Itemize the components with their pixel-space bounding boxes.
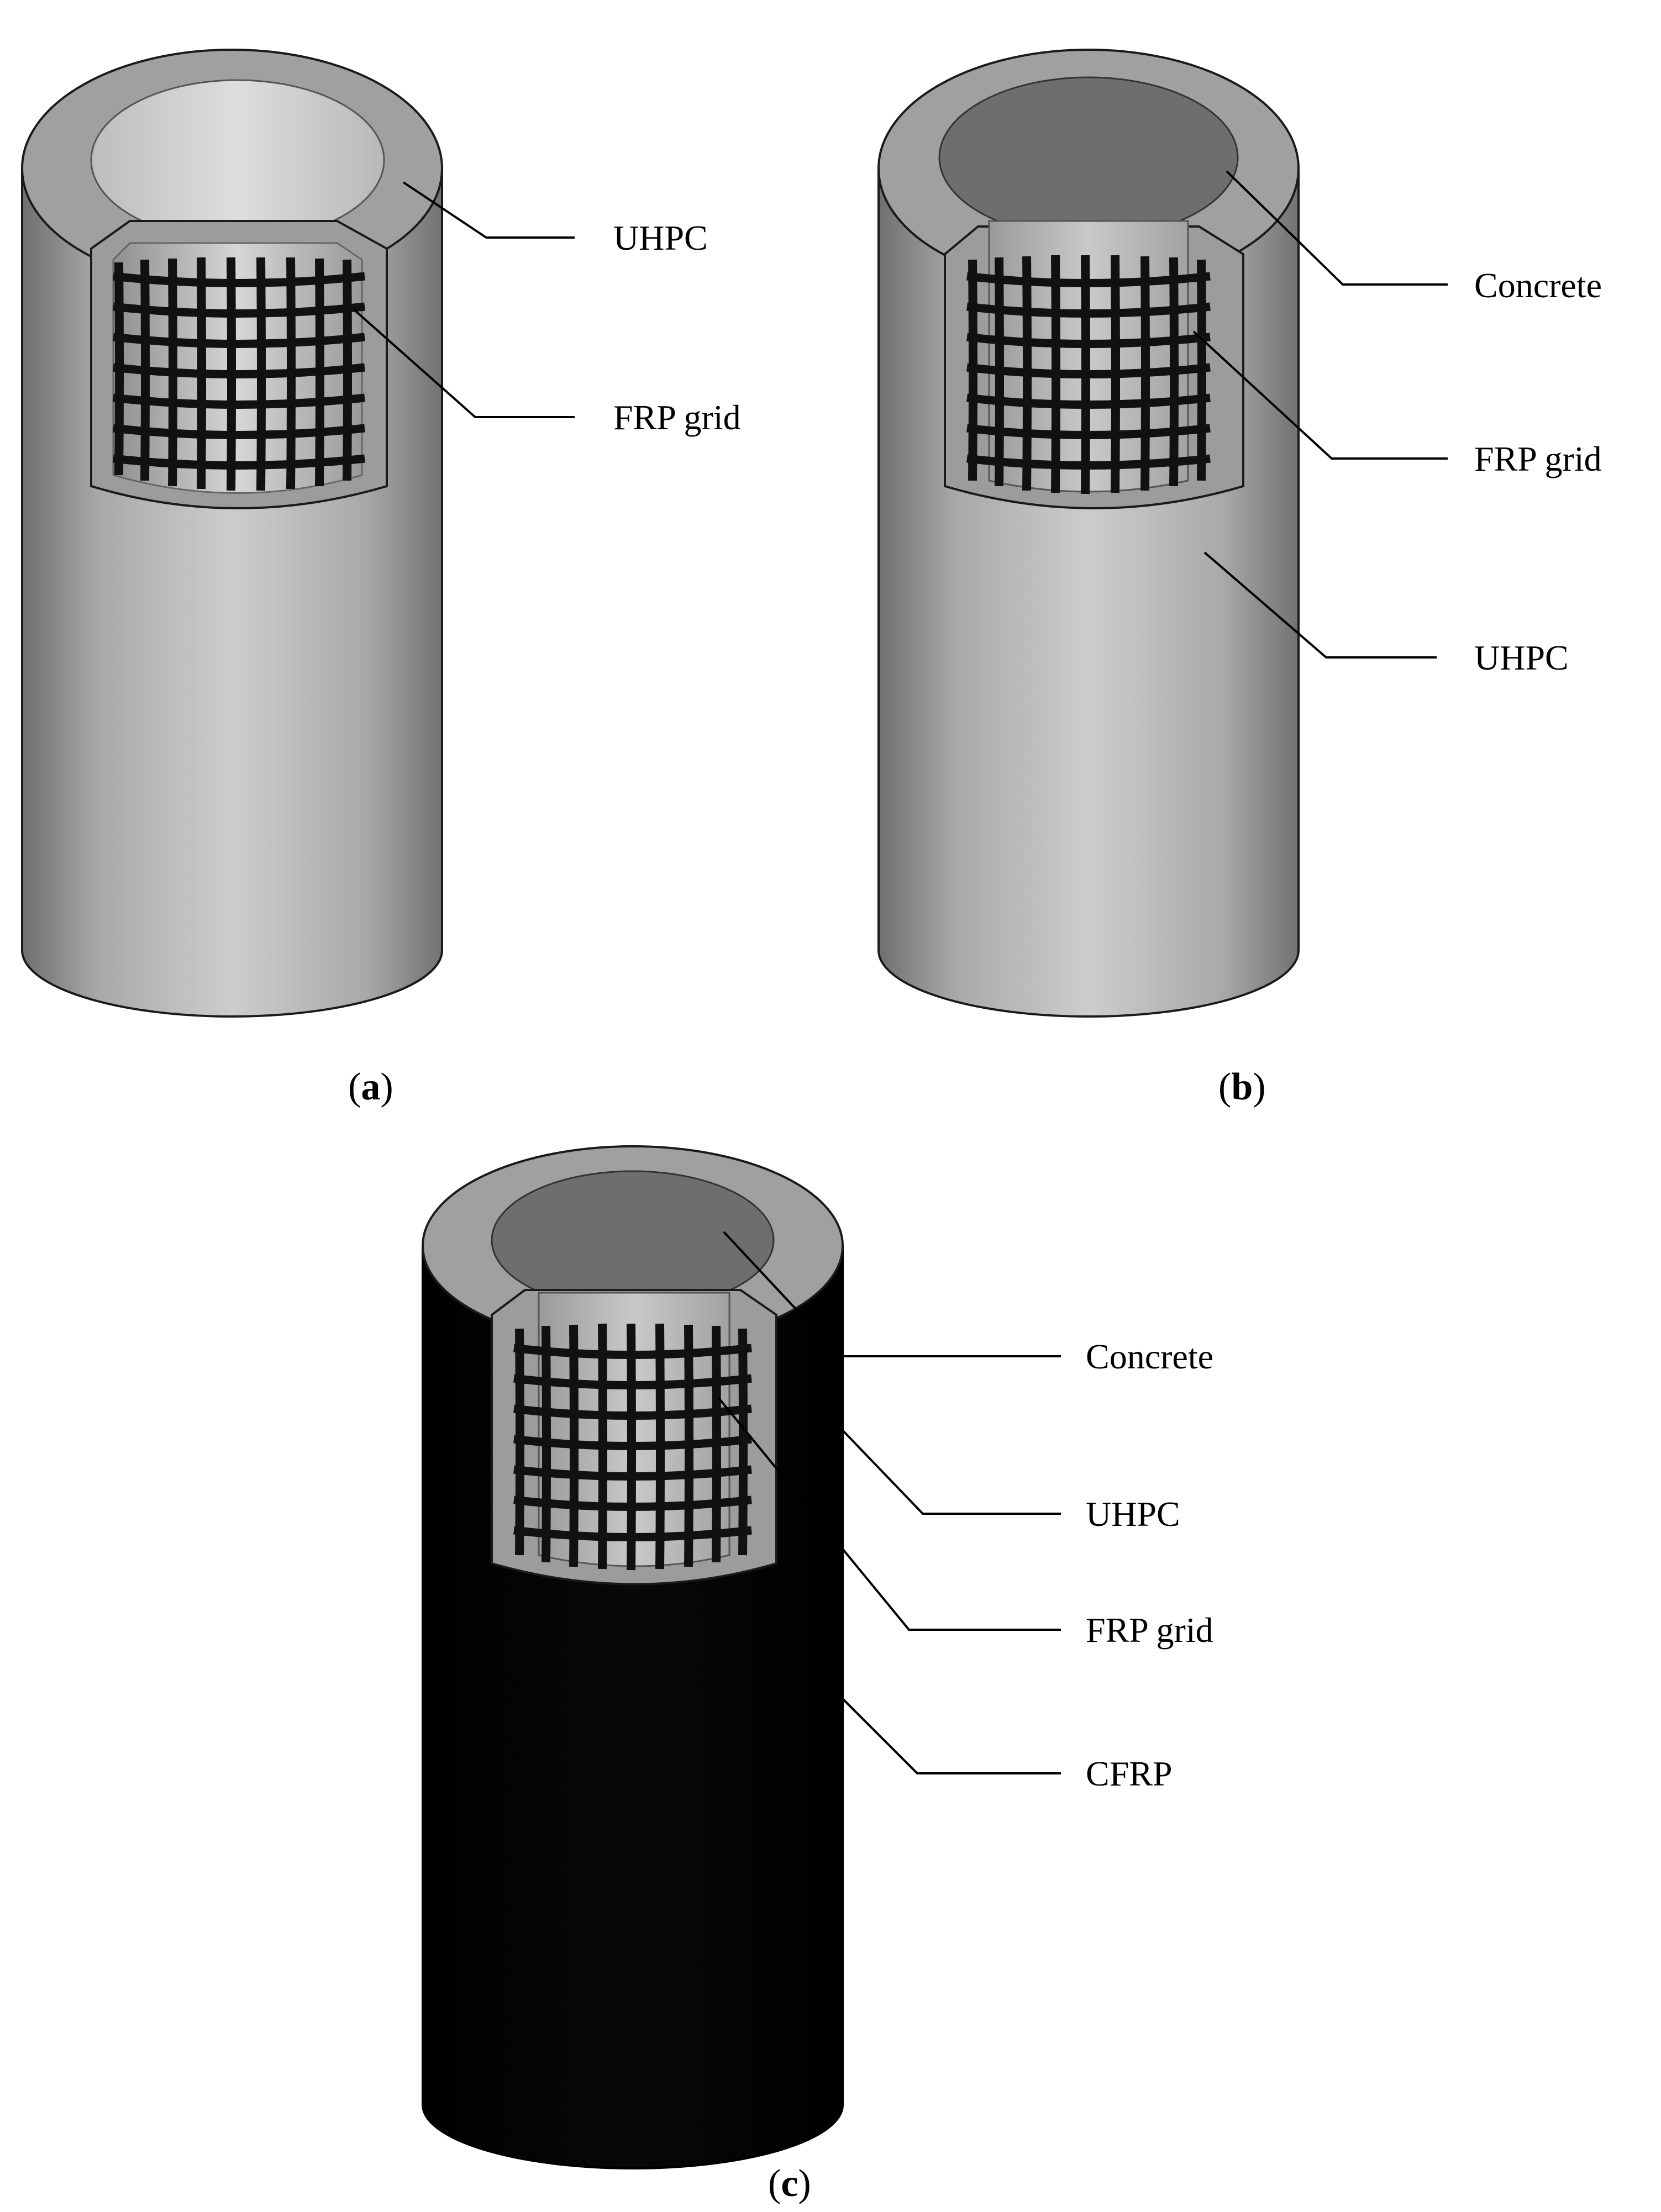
panel-c-callout-cfrp: CFRP — [1086, 1754, 1173, 1793]
panel-c-label: (c) — [768, 2162, 811, 2205]
panel-b-leader-concrete — [1226, 170, 1448, 286]
panel-a-hollow-bore — [90, 79, 385, 241]
panel-b-callout-concrete: Concrete — [1474, 266, 1602, 305]
panel-b-leader-uhpc — [1203, 551, 1437, 659]
panel-b-frp-grid — [966, 255, 1211, 494]
panel-c-leader-frp-grid — [717, 1397, 1061, 1631]
panel-c-leader-concrete — [723, 1231, 1061, 1357]
panel-a-leader-uhpc — [402, 181, 575, 239]
panel-a-callout-frp-grid: FRP grid — [613, 398, 741, 437]
panel-b: Concrete FRP grid UHPC (b) — [877, 49, 1602, 1108]
panel-c-callouts: Concrete UHPC FRP grid CFRP — [717, 1231, 1213, 1793]
panel-a-leader-frp-grid — [353, 308, 575, 418]
panel-b-callout-frp-grid: FRP grid — [1474, 439, 1602, 478]
panel-c: Concrete UHPC FRP grid CFRP (c) — [422, 1145, 1213, 2205]
panel-a-column — [21, 49, 443, 1018]
panel-c-callout-frp-grid: FRP grid — [1086, 1610, 1213, 1650]
panel-c-callout-concrete: Concrete — [1086, 1337, 1213, 1376]
panel-a: UHPC FRP grid (a) — [21, 49, 741, 1108]
panel-c-frp-grid — [513, 1323, 752, 1571]
panel-b-label: (b) — [1218, 1066, 1266, 1108]
panel-b-callout-uhpc: UHPC — [1474, 638, 1569, 677]
panel-a-callouts: UHPC FRP grid — [353, 181, 741, 437]
panel-a-label: (a) — [348, 1066, 393, 1108]
panel-b-column — [877, 49, 1300, 1018]
panel-c-leader-uhpc — [784, 1369, 1061, 1515]
panel-c-column — [422, 1145, 844, 2169]
panel-c-leader-cfrp — [833, 1689, 1061, 1774]
panel-b-leader-frp-grid — [1192, 330, 1448, 460]
panel-a-frp-grid — [113, 257, 365, 491]
panel-c-callout-uhpc: UHPC — [1086, 1494, 1180, 1534]
panel-a-callout-uhpc: UHPC — [613, 218, 708, 257]
panel-b-concrete-core-top — [938, 76, 1239, 239]
panel-b-callouts: Concrete FRP grid UHPC — [1192, 170, 1602, 677]
